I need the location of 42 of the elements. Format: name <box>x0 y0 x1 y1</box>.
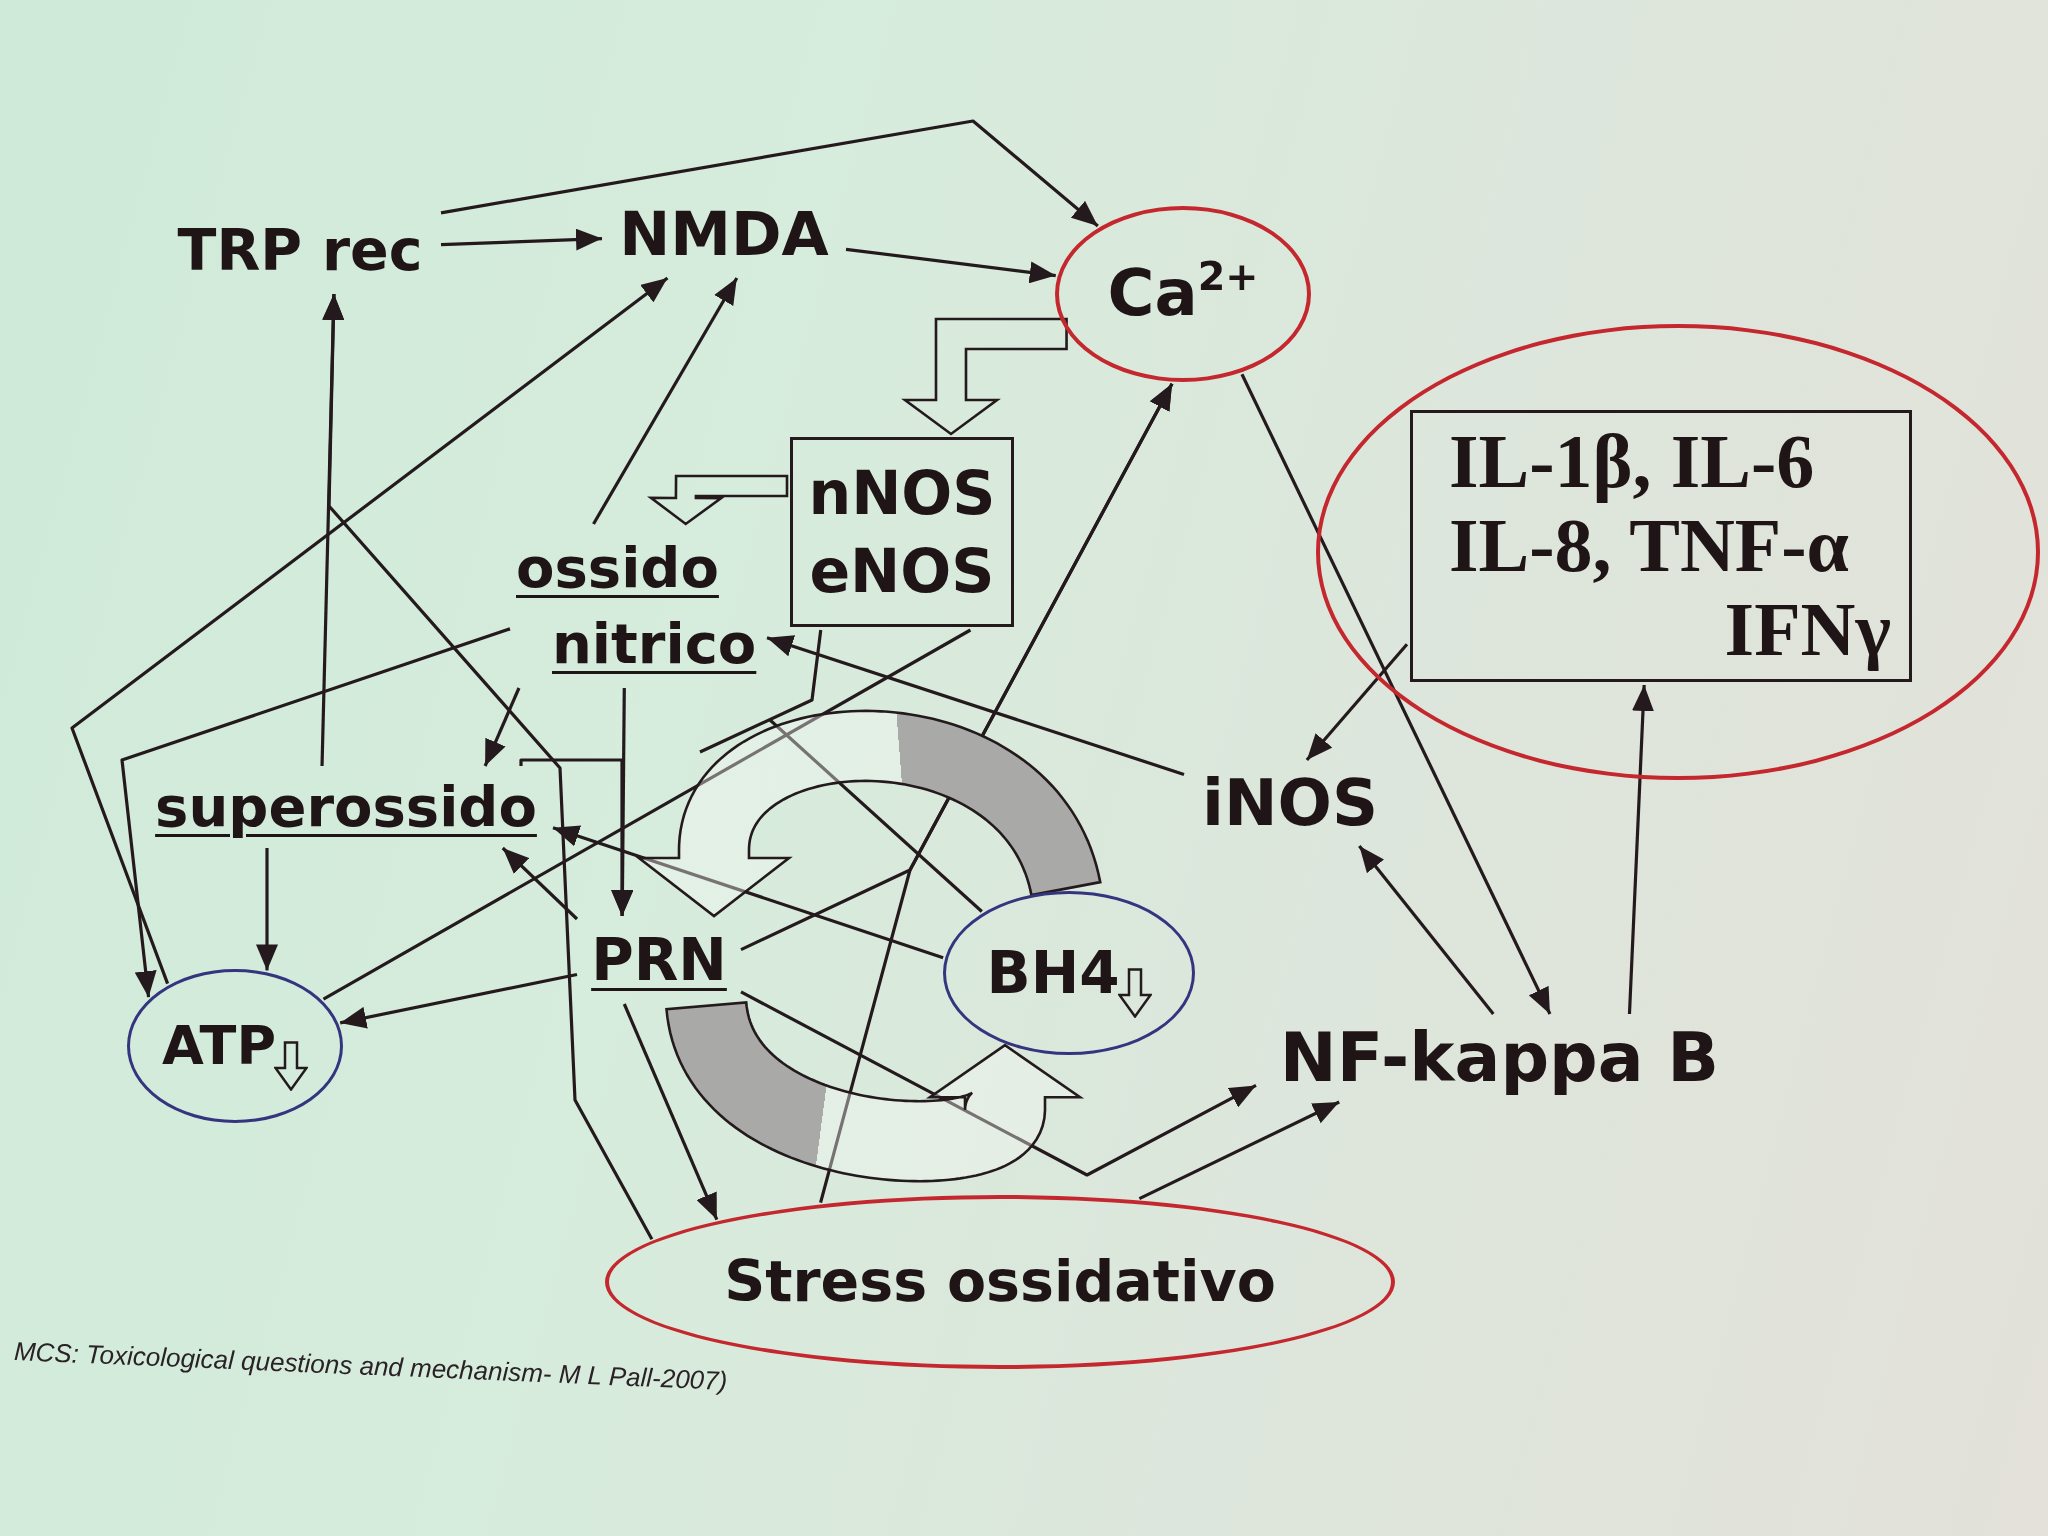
arrow <box>339 972 578 1029</box>
arrow <box>483 687 521 767</box>
block-arrow <box>901 317 1068 436</box>
ellipse-node <box>605 1195 1395 1369</box>
node-label: iNOS <box>1190 766 1390 840</box>
arrow <box>501 846 579 921</box>
connector-line <box>699 629 823 754</box>
citation-text: MCS: Toxicological questions and mechanism- M L Pall-2007) <box>13 1336 728 1397</box>
arrow <box>440 119 1099 228</box>
node-label: superossido <box>145 772 547 842</box>
arrow <box>592 277 739 525</box>
arrow <box>519 758 633 916</box>
node-label: ATP <box>162 1014 276 1078</box>
process-box: nNOS eNOS <box>790 437 1014 627</box>
node-label: BH4 <box>986 939 1120 1007</box>
arrow <box>1138 1100 1340 1201</box>
arrow <box>622 1003 719 1221</box>
arrow <box>70 276 669 985</box>
arrow <box>322 293 654 1240</box>
node-label: NF-kappa B <box>1262 1020 1737 1096</box>
node-label: Ca$^{2+}$ <box>1107 257 1259 331</box>
node-label: NMDA <box>608 196 840 272</box>
node-label: Stress ossidativo <box>724 1249 1276 1315</box>
arrow <box>440 228 603 251</box>
arrow <box>845 247 1056 284</box>
arrow <box>256 848 278 971</box>
node-label: ossido nitrico <box>516 530 761 682</box>
node-label: PRN <box>583 922 735 998</box>
node-label: TRP rec <box>165 212 435 288</box>
arrow <box>1305 643 1409 762</box>
process-box: IL-1β, IL-6 IL-8, TNF-α IFNγ <box>1410 410 1912 682</box>
arrow <box>1358 845 1495 1015</box>
arrow <box>1627 684 1654 1015</box>
arrow <box>766 635 1185 776</box>
ellipse-node <box>943 891 1195 1055</box>
arrow <box>1240 373 1552 1015</box>
curved-block-arrow <box>665 1001 1085 1183</box>
ellipse-node <box>1055 206 1311 382</box>
block-arrow <box>647 474 789 526</box>
curved-block-arrow <box>635 709 1102 918</box>
arrow <box>120 627 511 998</box>
ellipse-node <box>127 969 343 1123</box>
